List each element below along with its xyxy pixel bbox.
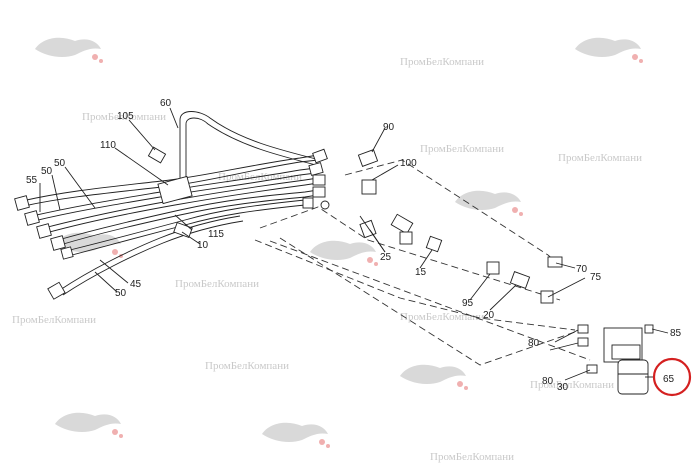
part-label-10: 10 <box>197 240 209 251</box>
watermark-text: ПромБелКомпани <box>430 451 514 463</box>
watermark-text: ПромБелКомпани <box>558 152 642 164</box>
watermark-text: ПромБелКомпани <box>400 311 484 323</box>
hose-bundle <box>21 111 321 296</box>
part-label-115: 115 <box>208 229 224 240</box>
watermark-text: ПромБелКомпани <box>82 111 166 123</box>
part-label-20: 20 <box>483 310 495 321</box>
highlight-circle <box>652 357 692 397</box>
part-label-100: 100 <box>400 158 417 169</box>
part-label-50: 50 <box>41 166 53 177</box>
part-label-60: 60 <box>160 98 172 109</box>
part-label-85: 85 <box>670 328 682 339</box>
watermark-text: ПромБелКомпани <box>175 278 259 290</box>
watermark-text: ПромБелКомпани <box>420 143 504 155</box>
watermark-logos <box>35 37 643 448</box>
part-label-65: 65 <box>663 374 675 385</box>
part-label-110: 110 <box>100 140 116 151</box>
part-label-45: 45 <box>130 279 142 290</box>
clamps <box>147 146 193 239</box>
part-label-80: 80 <box>542 376 554 387</box>
part-label-15: 15 <box>415 267 427 278</box>
part-label-50: 50 <box>54 158 66 169</box>
hose-fittings-left <box>14 195 74 300</box>
watermark-logo <box>262 422 330 448</box>
watermark-logo <box>55 232 123 258</box>
dashed-connections <box>254 159 591 366</box>
watermark-text: ПромБелКомпани <box>12 314 96 326</box>
leader-lines <box>39 107 669 381</box>
watermark-logo <box>455 190 523 216</box>
watermark-text: ПромБелКомпани <box>530 379 614 391</box>
watermark-logo <box>310 240 378 266</box>
watermark-text: ПромБелКомпани <box>400 56 484 68</box>
watermark-logo <box>400 364 468 390</box>
watermark-logo <box>35 37 103 63</box>
part-label-75: 75 <box>590 272 602 283</box>
part-label-95: 95 <box>462 298 474 309</box>
part-label-50: 50 <box>115 288 127 299</box>
part-label-25: 25 <box>380 252 392 263</box>
watermark-texts: ПромБелКомпани ПромБелКомпани ПромБелКом… <box>12 56 642 463</box>
watermark-logo <box>575 37 643 63</box>
watermark-logo <box>55 412 123 438</box>
fittings-middle <box>357 149 563 304</box>
hose-fittings-right <box>302 148 330 210</box>
part-label-90: 90 <box>383 122 395 133</box>
filter-assembly <box>577 324 654 395</box>
watermark-text: ПромБелКомпани <box>205 360 289 372</box>
part-label-80: 80 <box>528 338 540 349</box>
part-label-105: 105 <box>117 111 134 122</box>
part-labels: 60 105 110 50 50 55 10 115 45 50 90 100 … <box>26 98 682 393</box>
part-label-70: 70 <box>576 264 588 275</box>
part-label-55: 55 <box>26 175 38 186</box>
part-label-30: 30 <box>557 382 569 393</box>
